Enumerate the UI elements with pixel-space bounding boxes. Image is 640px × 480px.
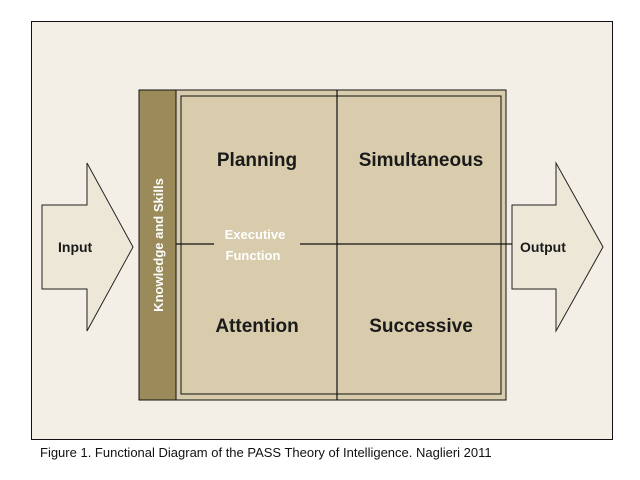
successive-label: Successive xyxy=(369,316,473,337)
main-box-outer xyxy=(175,89,507,401)
input-arrow xyxy=(41,162,134,332)
knowledge-skills-label: Knowledge and Skills xyxy=(151,178,166,312)
planning-label: Planning xyxy=(217,150,297,171)
figure-caption: Figure 1. Functional Diagram of the PASS… xyxy=(40,445,492,460)
input-label: Input xyxy=(58,239,93,255)
executive-label-line1: Executive xyxy=(225,227,286,242)
executive-label-line2: Function xyxy=(226,248,281,263)
output-label: Output xyxy=(520,239,566,255)
attention-label: Attention xyxy=(215,316,298,337)
simultaneous-label: Simultaneous xyxy=(359,150,484,171)
knowledge-skills-bar xyxy=(138,89,177,401)
main-box-inner xyxy=(180,95,502,395)
output-arrow xyxy=(511,161,604,333)
